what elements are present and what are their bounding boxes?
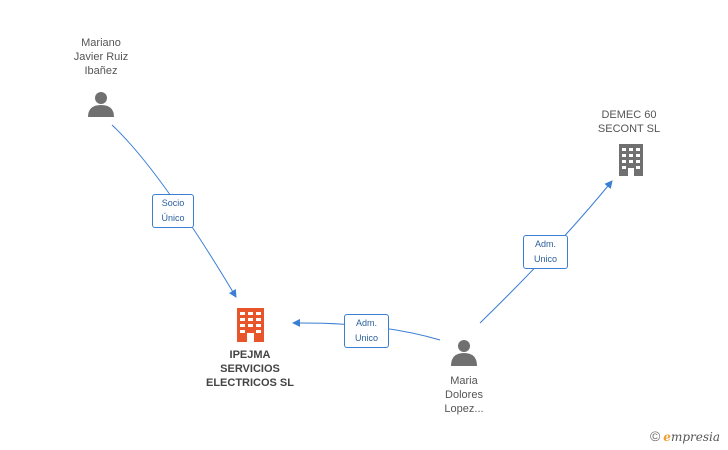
- person-icon[interactable]: [88, 92, 114, 117]
- edge-label-adm-unico[interactable]: Adm. Unico: [523, 235, 568, 269]
- node-label-line: Mariano: [81, 37, 121, 49]
- node-label-line: Ibañez: [84, 65, 118, 77]
- brand-first-letter: e: [663, 430, 671, 444]
- empresia-logo: ©empresia: [650, 428, 720, 444]
- node-label-line: Javier Ruiz: [73, 51, 129, 63]
- edge-label-line: Adm.: [534, 239, 556, 249]
- node-label-maria[interactable]: Maria Dolores Lopez...: [414, 374, 514, 416]
- node-label-ipejma[interactable]: IPEJMA SERVICIOS ELECTRICOS SL: [190, 348, 310, 390]
- edge-label-line: Adm.: [355, 318, 377, 328]
- edge-label-line: Unico: [533, 254, 557, 264]
- node-label-line: DEMEC 60: [601, 109, 657, 121]
- edge-label-adm-unico[interactable]: Adm. Unico: [344, 314, 389, 348]
- node-label-mariano[interactable]: Mariano Javier Ruiz Ibañez: [51, 36, 151, 78]
- node-label-line: IPEJMA: [229, 349, 271, 361]
- node-label-line: Lopez...: [444, 403, 484, 415]
- person-icon[interactable]: [451, 340, 477, 366]
- copyright-icon: ©: [649, 428, 661, 444]
- node-label-demec[interactable]: DEMEC 60 SECONT SL: [579, 108, 679, 136]
- node-label-line: SECONT SL: [597, 123, 661, 135]
- edge-label-line: Unico: [354, 333, 378, 343]
- edge-mariano-to-ipejma: [111, 124, 237, 298]
- node-label-line: SERVICIOS: [220, 363, 280, 375]
- node-label-line: Dolores: [445, 389, 483, 401]
- node-label-line: Maria: [450, 375, 478, 387]
- building-icon[interactable]: [237, 308, 264, 342]
- edge-label-line: Socio: [161, 198, 185, 208]
- edge-label-line: Único: [161, 213, 185, 223]
- edge-label-socio-unico[interactable]: Socio Único: [152, 194, 194, 228]
- building-icon[interactable]: [619, 144, 643, 176]
- node-label-line: ELECTRICOS SL: [205, 377, 294, 389]
- brand-rest: mpresia: [670, 430, 720, 444]
